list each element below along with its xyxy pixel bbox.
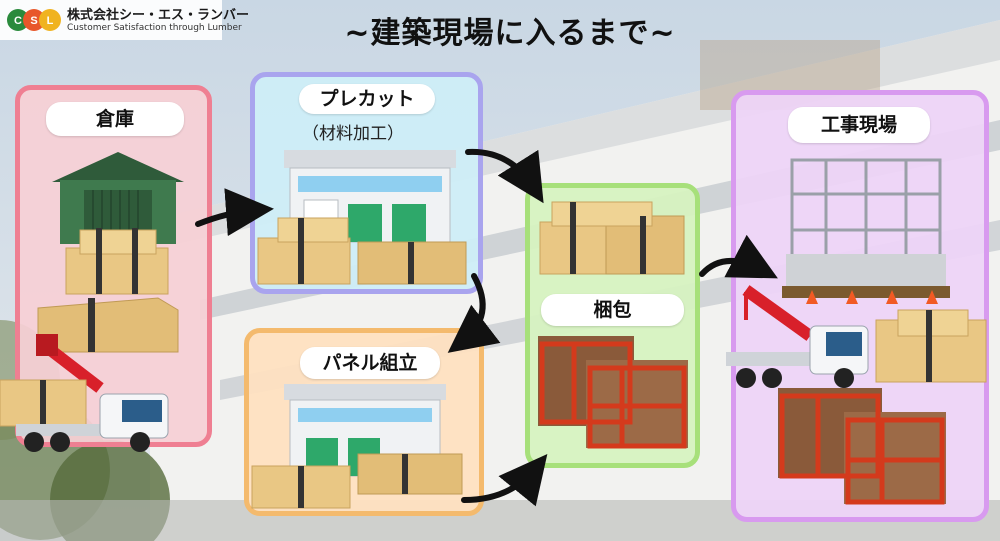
arrow-warehouse-to-precut	[195, 188, 274, 237]
stage-packing-label: 梱包	[541, 294, 684, 326]
packed-pallet-icon	[538, 336, 688, 449]
company-name: 株式会社シー・エス・ランバー	[67, 8, 250, 23]
lumber-bundle-icon	[65, 228, 169, 295]
stage-precut-label: プレカット	[299, 84, 435, 114]
company-tagline: Customer Satisfaction through Lumber	[67, 23, 242, 33]
company-logo: C S L 株式会社シー・エス・ランバー Customer Satisfacti…	[0, 0, 249, 40]
logo-letter-c: C	[14, 15, 22, 27]
crane-truck-icon	[0, 334, 169, 452]
stage-precut-sublabel: （材料加工）	[302, 124, 404, 144]
csl-logo-icon: C S L	[7, 9, 61, 31]
arrow-precut-to-panel	[447, 273, 501, 353]
stage-warehouse-label: 倉庫	[46, 102, 184, 136]
factory-icon	[284, 150, 456, 243]
logo-letter-l: L	[47, 15, 54, 27]
stage-site-label: 工事現場	[788, 107, 930, 143]
lumber-pile-icon	[257, 217, 467, 285]
scaffold-foundation-icon	[782, 158, 950, 304]
page-title: ~建築現場に入るまで~	[344, 16, 676, 51]
crane-truck-delivery-icon	[726, 285, 987, 388]
arrow-panel-to-packing	[461, 454, 548, 507]
stage-panel-assembly-label: パネル組立	[300, 347, 440, 379]
lumber-panels-icon	[251, 453, 463, 509]
arrow-precut-to-packing	[465, 148, 544, 204]
packed-pallet-icon	[778, 388, 946, 505]
lumber-bundle-icon	[539, 201, 685, 275]
logo-letter-s: S	[30, 15, 37, 27]
arrow-packing-to-site	[699, 234, 778, 279]
